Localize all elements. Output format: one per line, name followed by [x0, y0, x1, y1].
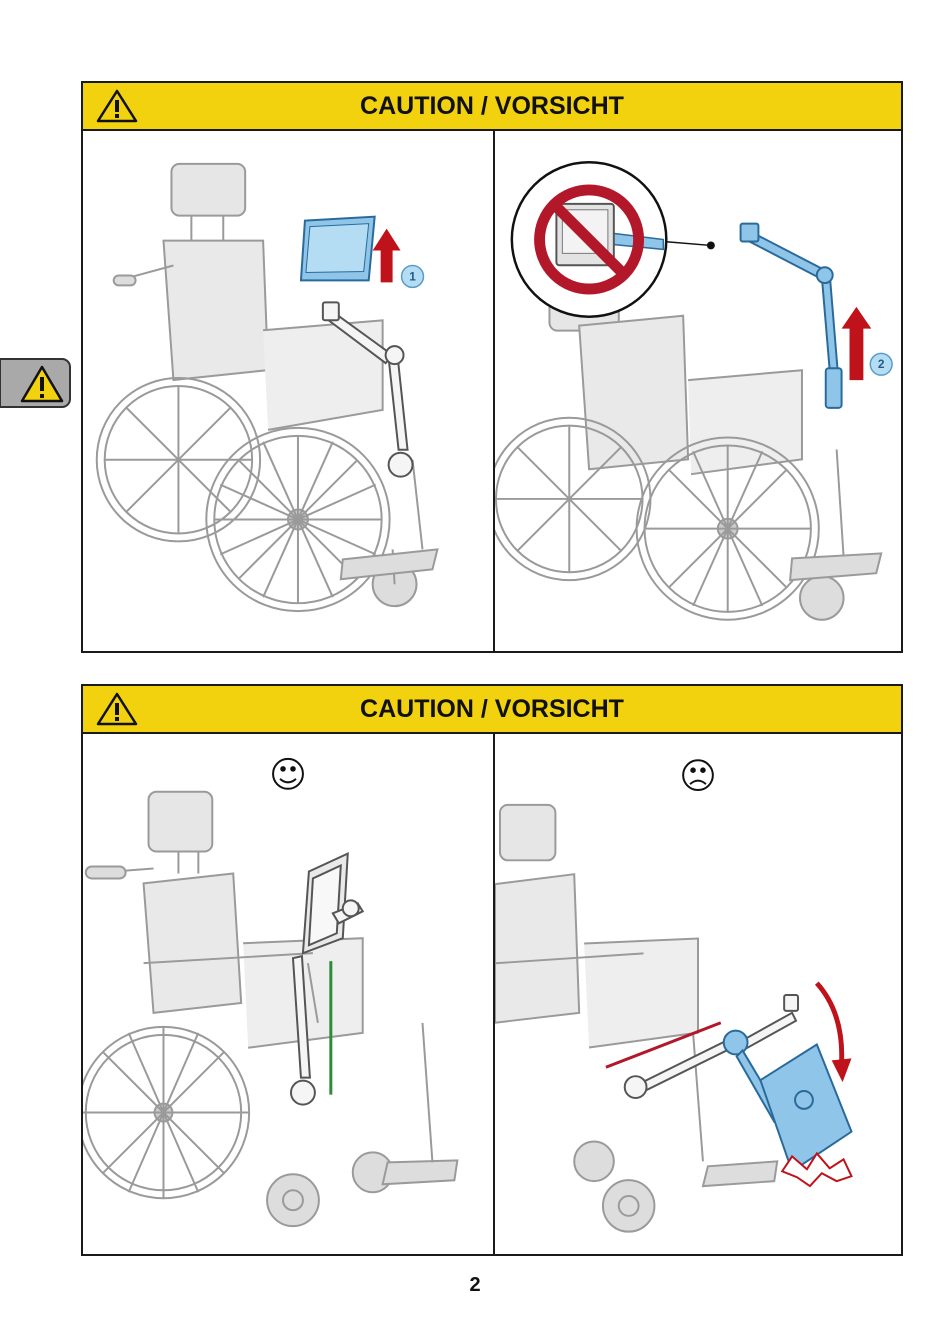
side-warning-tab: [0, 357, 72, 409]
falling-arrow-icon: [817, 983, 842, 1062]
up-arrow-icon: [373, 229, 401, 283]
prohibition-callout: [512, 162, 715, 316]
sad-face-icon: [683, 760, 713, 790]
wheelchair-illustration: [495, 734, 901, 1254]
wheelchair-illustration: 1: [83, 131, 493, 651]
svg-text:1: 1: [409, 269, 416, 283]
panel-title: CAUTION / VORSICHT: [83, 83, 901, 129]
page-number: 2: [0, 1274, 950, 1297]
caution-header: CAUTION / VORSICHT: [83, 686, 901, 734]
step-badge-2: 2: [870, 353, 892, 375]
up-arrow-icon: [842, 307, 872, 380]
illustration-remove-tablet: 1: [83, 131, 495, 651]
caution-header: CAUTION / VORSICHT: [83, 83, 901, 131]
step-badge-1: 1: [402, 265, 424, 287]
svg-text:2: 2: [878, 357, 885, 371]
illustration-remove-arm: 2: [495, 131, 901, 651]
illustration-correct-mounting: [83, 734, 495, 1254]
impact-burst-icon: [782, 1153, 851, 1186]
wheelchair-illustration: 2: [495, 131, 901, 651]
caution-panel-bottom: CAUTION / VORSICHT: [81, 684, 903, 1256]
tablet-icon: [301, 217, 375, 281]
wheelchair-illustration: [83, 734, 493, 1254]
panel-title: CAUTION / VORSICHT: [83, 686, 901, 732]
caution-panel-top: CAUTION / VORSICHT: [81, 81, 903, 653]
smiley-face-icon: [273, 759, 303, 789]
illustration-incorrect-mounting: [495, 734, 901, 1254]
